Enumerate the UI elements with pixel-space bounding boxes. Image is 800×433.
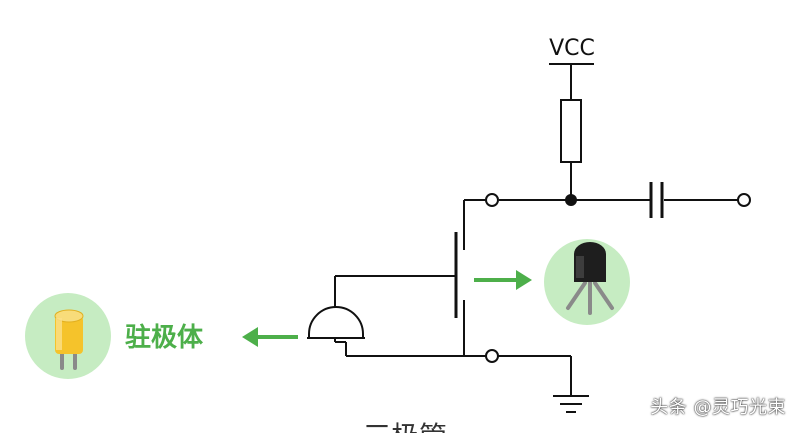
watermark: 头条 @灵巧光束 [650, 397, 786, 418]
ground-symbol [553, 395, 589, 413]
vcc-label: VCC [549, 36, 595, 61]
source-wire [346, 355, 572, 396]
resistor [560, 99, 582, 163]
vcc-rail [549, 63, 594, 100]
electret-microphone-icon [25, 293, 111, 379]
transistor-to92-icon [544, 239, 630, 325]
junction-dot [565, 194, 577, 206]
source-terminal [485, 349, 499, 363]
bottom-caption: 三极管 [363, 420, 447, 433]
arrow-right-icon [474, 270, 532, 290]
jfet-symbol [335, 199, 486, 356]
microphone-symbol [307, 276, 365, 356]
coupling-capacitor [649, 182, 664, 218]
arrow-left-icon [242, 327, 298, 347]
drain-terminal [485, 193, 499, 207]
electret-label: 驻极体 [125, 322, 204, 353]
output-terminal [737, 193, 751, 207]
